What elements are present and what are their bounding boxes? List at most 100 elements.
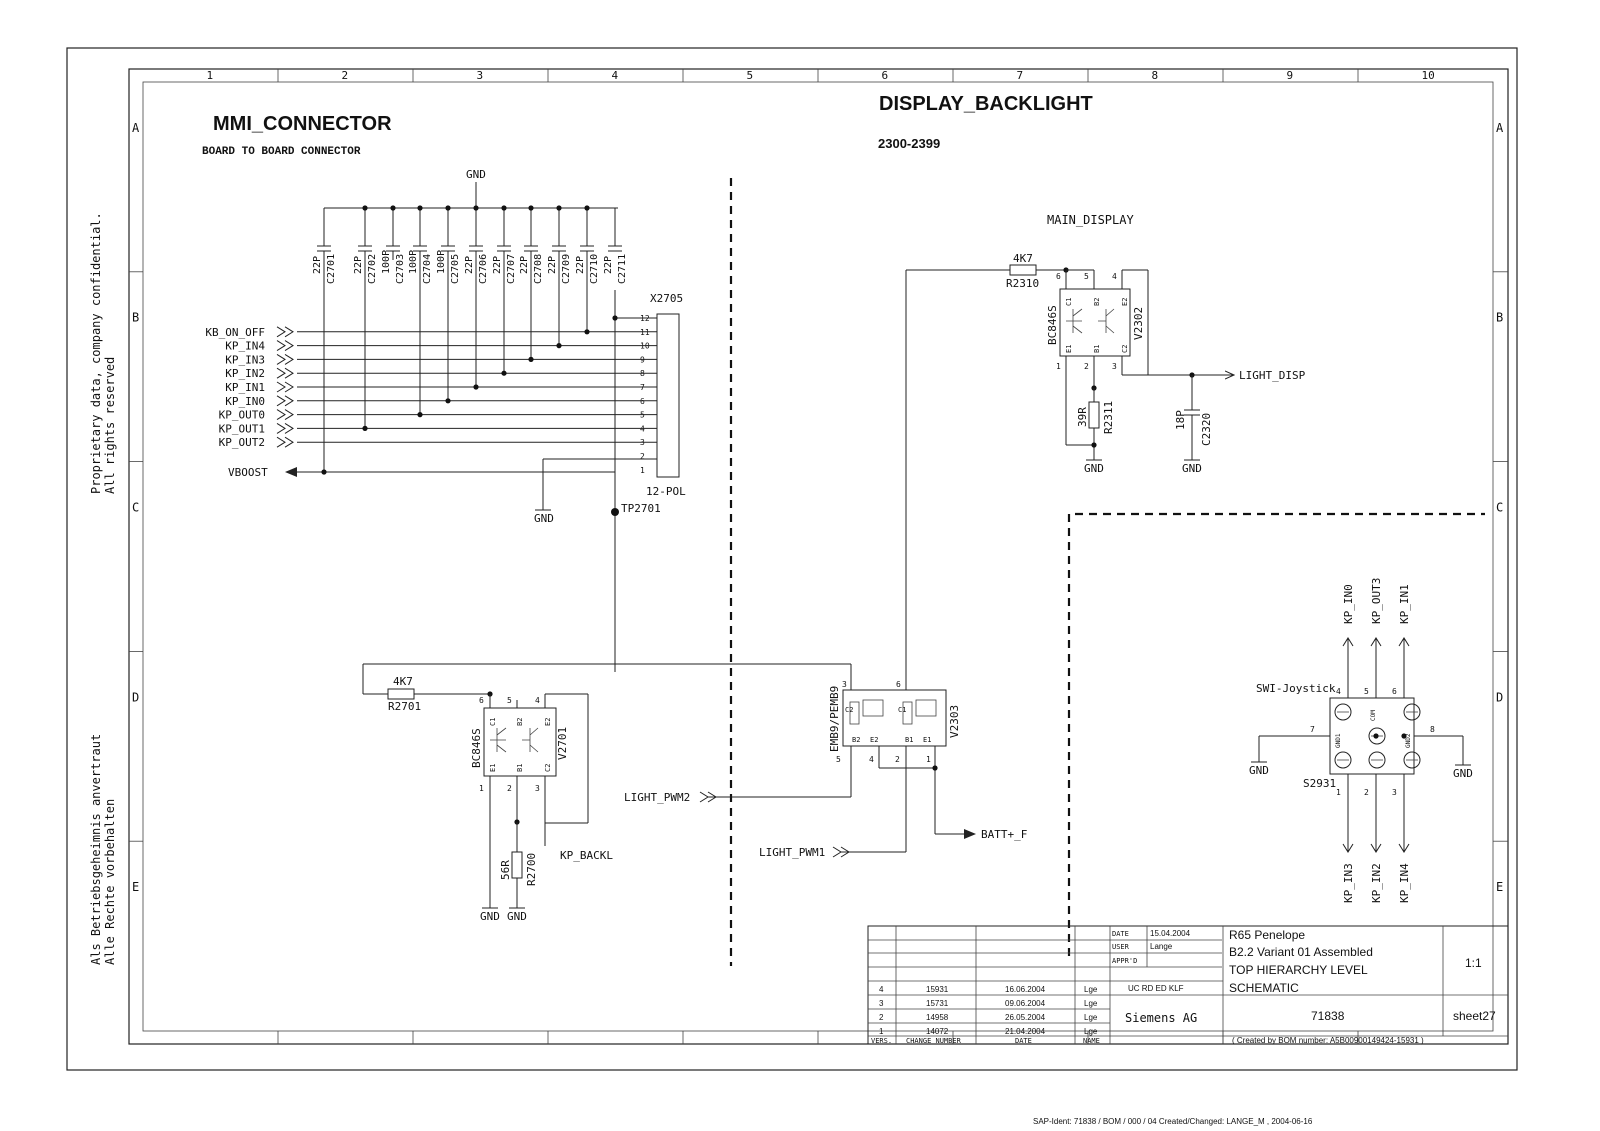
junction xyxy=(501,205,507,211)
signal-arrow xyxy=(276,381,294,393)
tb-rev-vers: 4 xyxy=(879,985,884,994)
cap-ref: C2705 xyxy=(450,254,461,284)
title-block: DATE 15.04.2004 USER Lange APPR'D R65 Pe… xyxy=(867,925,1509,1045)
signal-arrow xyxy=(276,409,294,421)
cap-value: 22P xyxy=(519,256,530,274)
tb-rev-vers: 2 xyxy=(879,1013,884,1022)
pin-label: 6 xyxy=(1056,272,1061,281)
cap-ref: C2708 xyxy=(533,254,544,284)
mmi-title: MMI_CONNECTOR xyxy=(213,113,392,135)
terminal-label: B2 xyxy=(516,718,524,726)
pin-label: 2 xyxy=(1364,788,1369,797)
row-label: B xyxy=(1496,311,1503,325)
pin-label: 2 xyxy=(1084,362,1089,371)
terminal-label: C1 xyxy=(898,706,906,714)
pin-label: 3 xyxy=(1112,362,1117,371)
main-display-label: MAIN_DISPLAY xyxy=(1047,213,1134,227)
junction xyxy=(362,425,368,431)
tb-company: Siemens AG xyxy=(1125,1011,1197,1025)
signal-arrow xyxy=(276,340,294,352)
column-label: 1 xyxy=(207,69,214,82)
junction xyxy=(362,205,368,211)
tb-rev-name: Lge xyxy=(1084,1013,1098,1022)
terminal-label: B2 xyxy=(1093,298,1101,306)
tb-rev-date: 26.05.2004 xyxy=(1005,1013,1046,1022)
backlight-gnd2: GND xyxy=(1182,462,1202,475)
pin-label: 4 xyxy=(1112,272,1117,281)
pin-label: 4 xyxy=(1336,687,1341,696)
joystick-bottom-signal: KP_IN3 xyxy=(1342,863,1355,903)
joystick-contact xyxy=(1403,751,1421,769)
pin-label: 3 xyxy=(842,680,847,689)
tb-variant: B2.2 Variant 01 Assembled xyxy=(1229,945,1373,959)
signal-label: KP_OUT1 xyxy=(219,422,265,435)
terminal-label: E2 xyxy=(870,736,878,744)
side-note-bottom-line1: Als Betriebsgeheimnis anvertraut xyxy=(89,734,103,965)
r2310-ref: R2310 xyxy=(1006,277,1039,290)
column-label: 7 xyxy=(1017,69,1024,82)
tb-header-name: NAME xyxy=(1083,1037,1100,1045)
cap-value: 100P xyxy=(381,250,392,274)
v2302-type: BC846S xyxy=(1046,305,1059,345)
joystick-top-signal: KP_OUT3 xyxy=(1370,578,1383,624)
joystick-gnd-left: GND xyxy=(1249,764,1269,777)
terminal-label: C2 xyxy=(1121,345,1129,353)
joystick-gnd-right: GND xyxy=(1453,767,1473,780)
joystick-bottom-signal: KP_IN2 xyxy=(1370,863,1383,903)
backlight-gnd1: GND xyxy=(1084,462,1104,475)
cap-value: 22P xyxy=(603,256,614,274)
cap-value: 22P xyxy=(575,256,586,274)
cap-value: 22P xyxy=(312,256,323,274)
signal-arrow xyxy=(1370,637,1382,647)
junction xyxy=(445,205,451,211)
column-label: 4 xyxy=(612,69,619,82)
v2303-ref: V2303 xyxy=(948,705,961,738)
tb-rev-date: 21.04.2004 xyxy=(1005,1027,1046,1036)
r2700-ref: R2700 xyxy=(525,853,538,886)
column-label: 8 xyxy=(1152,69,1159,82)
cap-ref: C2710 xyxy=(589,254,600,284)
v2303-type: EMB9/PEMB9 xyxy=(828,686,841,752)
tb-date-label: DATE xyxy=(1112,930,1129,938)
tb-level: TOP HIERARCHY LEVEL xyxy=(1229,963,1368,977)
signal-arrow xyxy=(276,395,294,407)
signal-arrow xyxy=(276,326,294,338)
r2701-value: 4K7 xyxy=(393,675,413,688)
v2701-transistor xyxy=(483,707,557,777)
row-label: C xyxy=(132,501,139,515)
v2701-ref: V2701 xyxy=(556,727,569,760)
cap-ref: C2703 xyxy=(395,254,406,284)
terminal-label: E1 xyxy=(489,764,497,772)
pin-label: 6 xyxy=(896,680,901,689)
tb-header-change: CHANGE NUMBER xyxy=(906,1037,962,1045)
title-block-frame xyxy=(867,925,1509,1045)
signal-arrow xyxy=(276,353,294,365)
signal-arrow xyxy=(1342,843,1354,853)
v2302-transistor xyxy=(1059,288,1131,357)
joystick-contact xyxy=(1334,751,1352,769)
x2705-ref: X2705 xyxy=(650,292,683,305)
tb-rev-change: 14958 xyxy=(926,1013,949,1022)
page-border xyxy=(66,47,1518,1071)
v2303-resistor xyxy=(849,701,860,725)
tb-rev-change: 14072 xyxy=(926,1027,949,1036)
terminal-label: E2 xyxy=(544,718,552,726)
joystick-top-signal: KP_IN1 xyxy=(1398,584,1411,624)
joystick-top-signal: KP_IN0 xyxy=(1342,584,1355,624)
column-label: 3 xyxy=(477,69,484,82)
signal-label: KP_IN3 xyxy=(225,353,265,366)
light-pwm1-label: LIGHT_PWM1 xyxy=(759,846,825,859)
pin-label: 1 xyxy=(926,755,931,764)
light-pwm2-label: LIGHT_PWM2 xyxy=(624,791,690,804)
cap-value: 100P xyxy=(408,250,419,274)
signal-label: KP_OUT0 xyxy=(219,409,265,422)
signal-arrow xyxy=(1342,637,1354,647)
terminal-label: E1 xyxy=(923,736,931,744)
pin-label: 2 xyxy=(507,784,512,793)
signal-arrow xyxy=(276,367,294,379)
cap-ref: C2701 xyxy=(326,254,337,284)
light-pwm2-arrow xyxy=(699,791,717,803)
